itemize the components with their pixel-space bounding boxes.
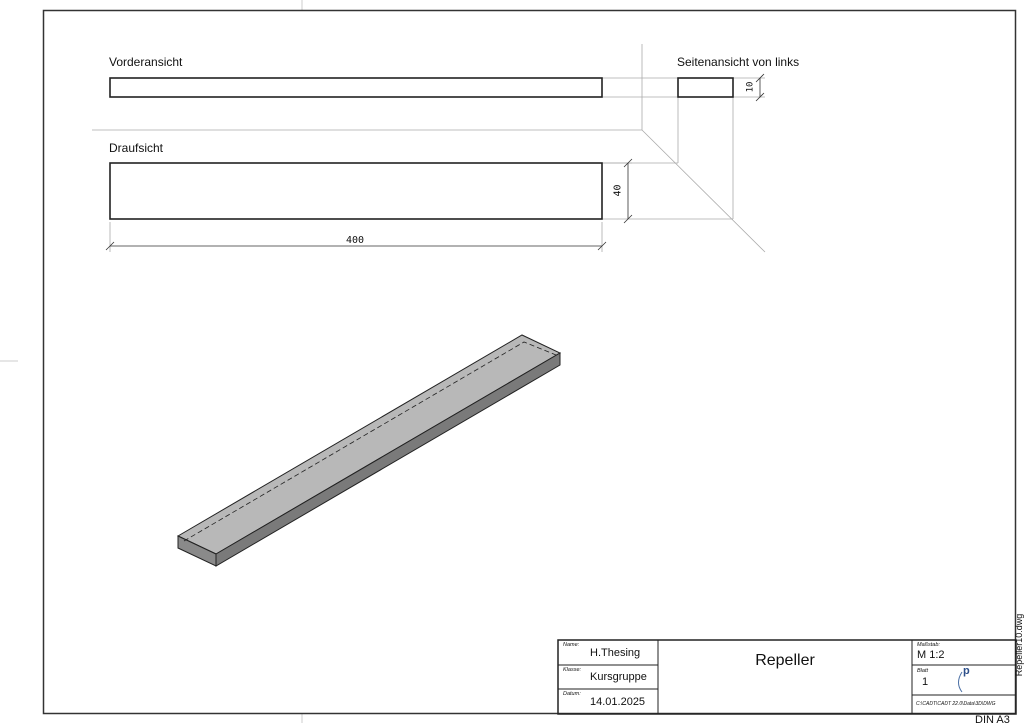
side-view-outline — [677, 77, 734, 98]
construction-lines — [92, 44, 766, 253]
paper-format: DIN A3 — [975, 714, 1010, 726]
sheet-label: Blatt — [917, 668, 929, 674]
isometric-bar — [176, 334, 562, 567]
date-value: 14.01.2025 — [590, 696, 646, 708]
scale-label: Maßstab: — [917, 642, 940, 648]
file-name: Repeller10.dwg — [1014, 613, 1024, 677]
company-logo: p — [958, 665, 970, 693]
front-view-outline — [109, 77, 603, 98]
dimension-lines — [105, 73, 765, 251]
dimension-length: 400 — [346, 235, 365, 246]
dimension-width: 40 — [612, 184, 624, 197]
class-label: Klasse: — [563, 667, 582, 673]
top-view-outline — [109, 162, 603, 220]
front-view-label: Vorderansicht — [109, 55, 183, 69]
scale-value: M 1:2 — [917, 649, 945, 661]
name-value: H.Thesing — [590, 647, 641, 659]
svg-text:p: p — [963, 665, 970, 677]
date-label: Datum: — [563, 691, 581, 697]
title-block-grid — [557, 639, 1017, 715]
sheet-value: 1 — [922, 676, 929, 688]
file-path: C:\CADT\CADT 22.0\Data\3D\DWG — [916, 701, 996, 707]
drawing-border — [42, 9, 1017, 715]
dimension-height: 10 — [745, 81, 756, 93]
name-label: Name: — [563, 642, 580, 648]
drawing-title: Repeller — [755, 652, 815, 669]
class-value: Kursgruppe — [590, 671, 647, 683]
top-view-label: Draufsicht — [109, 141, 164, 155]
side-view-label: Seitenansicht von links — [677, 55, 800, 69]
